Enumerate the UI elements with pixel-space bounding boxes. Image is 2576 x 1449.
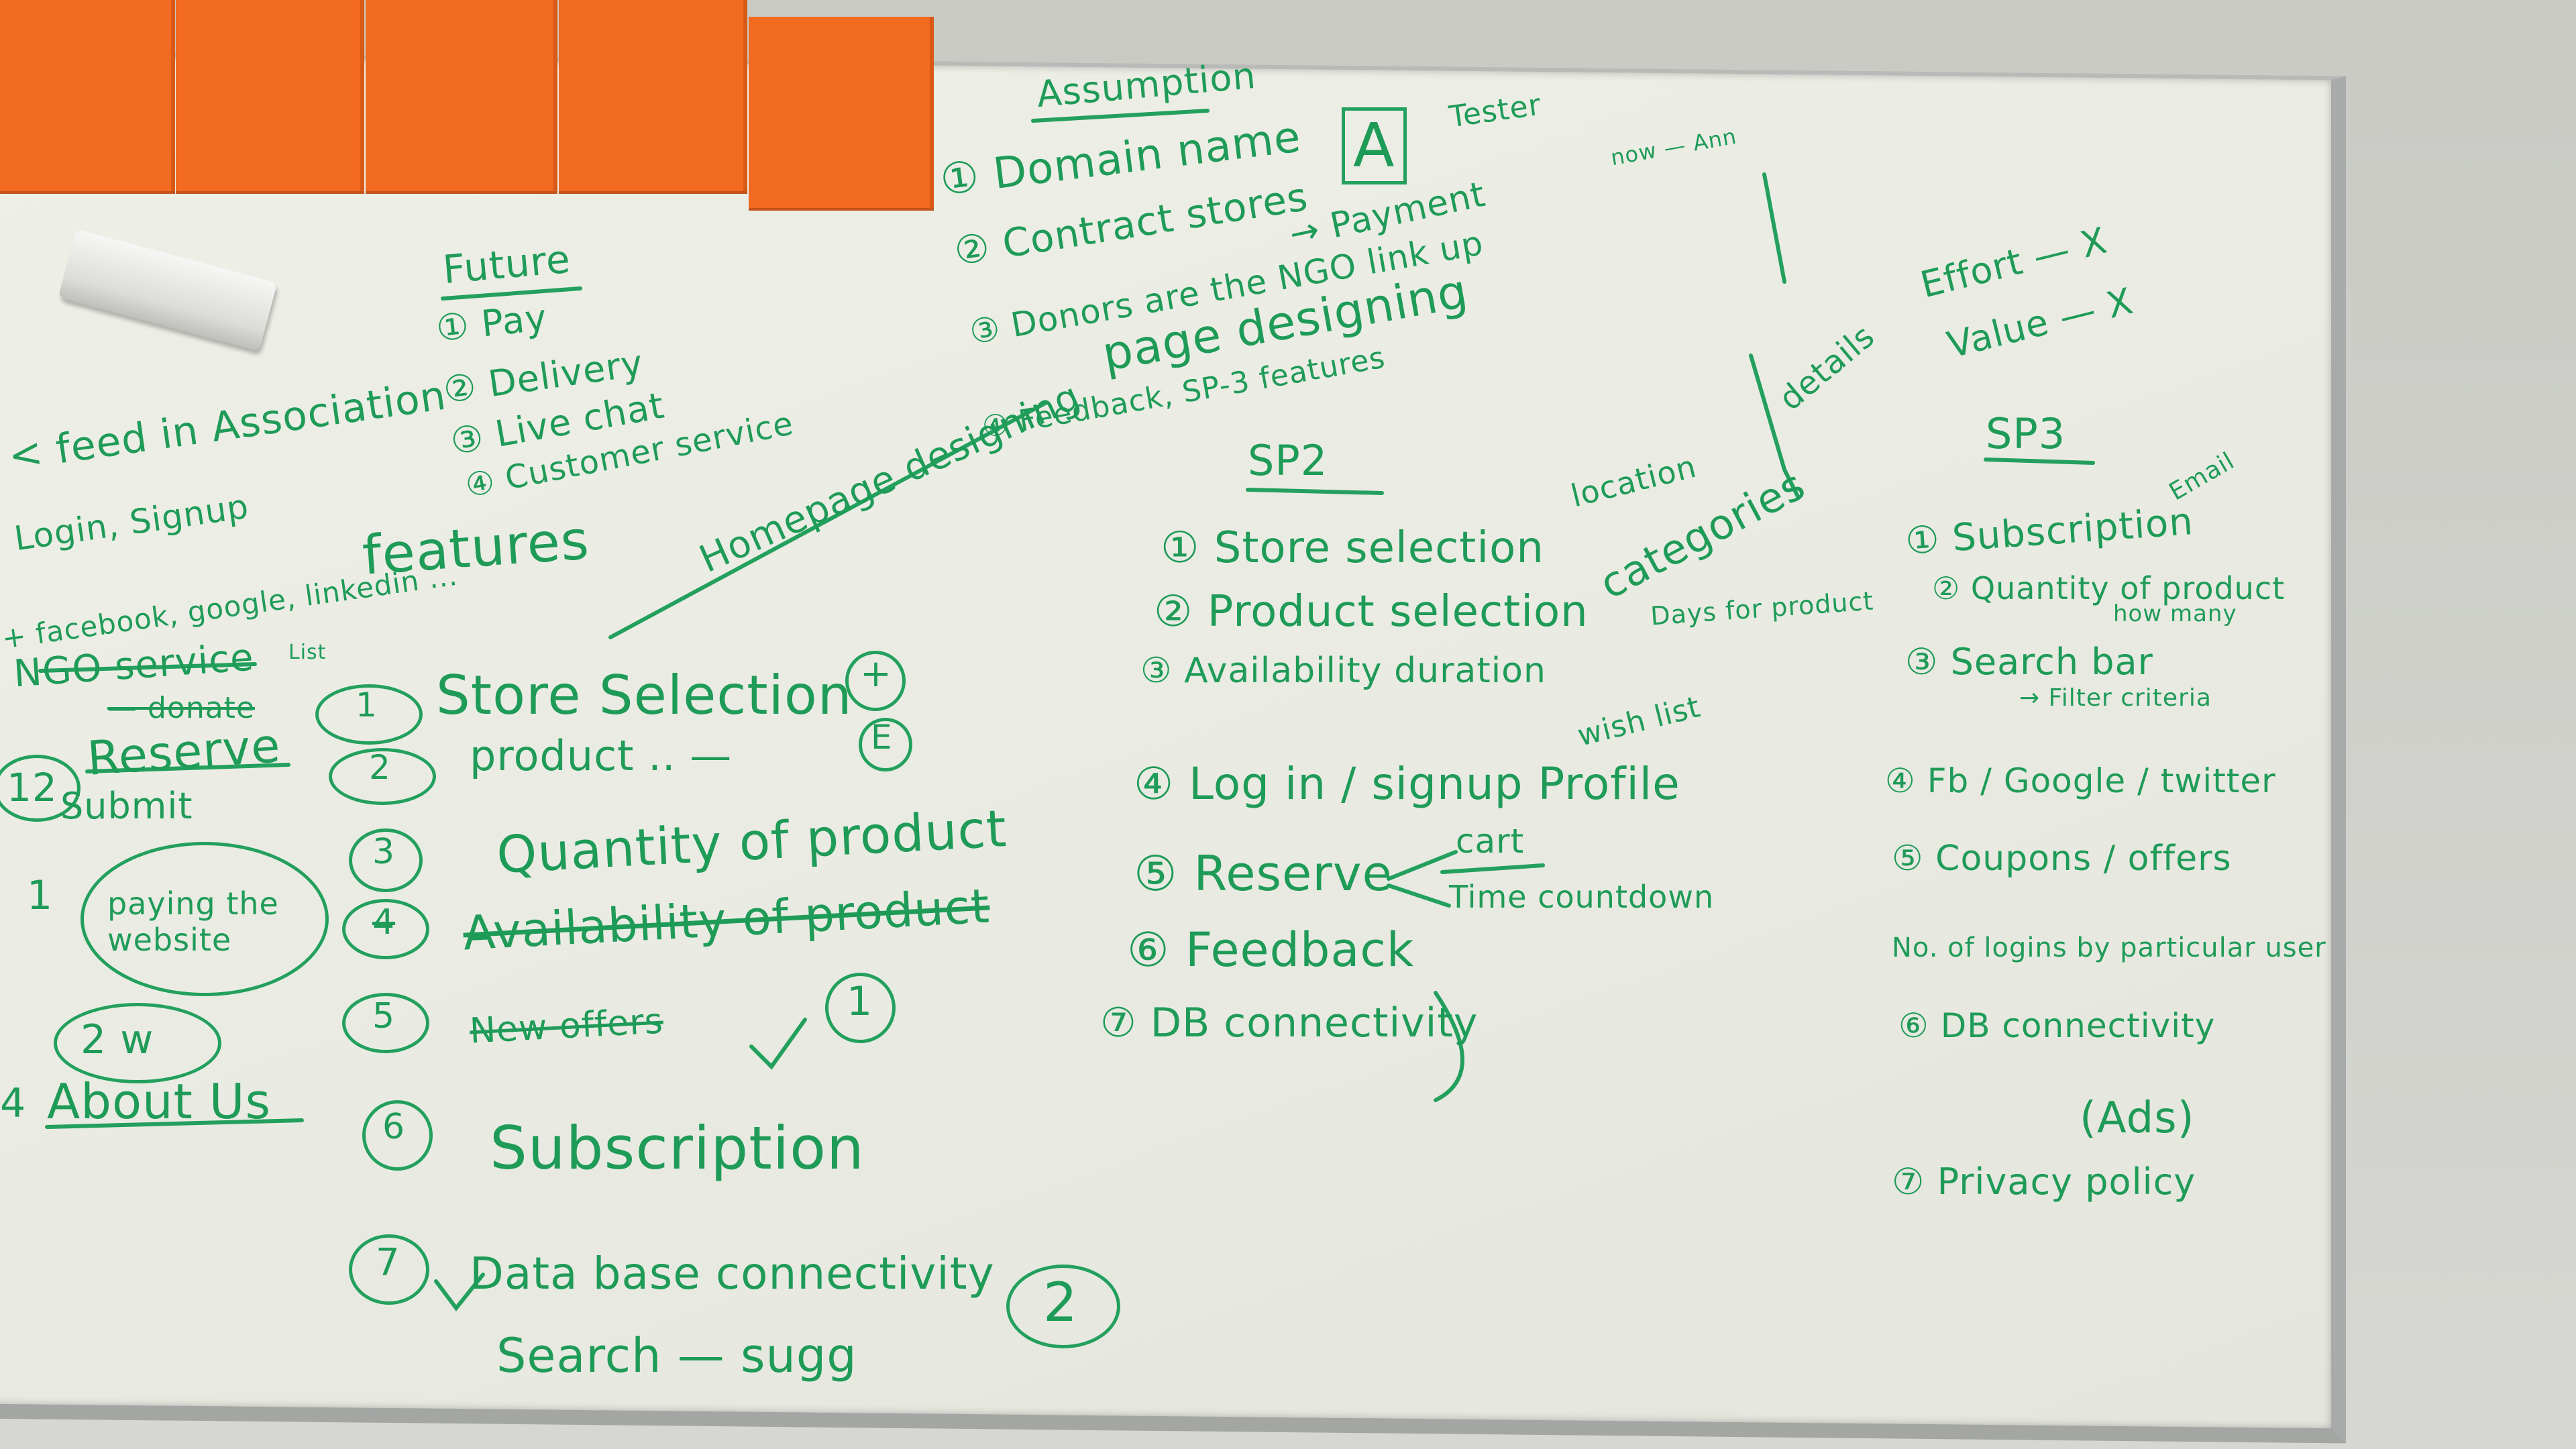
mid-item-2-mark-ring [859, 718, 912, 771]
mid-item-1-mark: + [860, 652, 892, 696]
paying-ring [80, 842, 329, 996]
mid-item-7-text: Data base connectivity [470, 1248, 995, 1299]
left-about: About Us [47, 1073, 271, 1130]
mid-item-4-num: 4 [372, 902, 396, 943]
mid-item-2-num: 2 [369, 748, 391, 787]
orange-card-3 [366, 0, 557, 191]
search-tick [434, 1273, 485, 1311]
circled-2: 2 [1043, 1271, 1078, 1334]
search-suggestion: Search — sugg [496, 1328, 857, 1383]
range-bracket [1762, 172, 1786, 284]
orange-card-1 [0, 0, 175, 191]
offers-tick [749, 1018, 807, 1070]
left-ngo-list: List [288, 641, 327, 664]
mid-item-5-ring [342, 993, 429, 1053]
sp2-underline [1246, 488, 1384, 495]
mid-item-1-mark-ring [845, 651, 906, 711]
cart-underline [1440, 863, 1545, 874]
ngo-underline [38, 662, 257, 673]
left-donate: — donate [107, 691, 256, 725]
mid-item-3-num: 3 [372, 832, 396, 872]
orange-card-5 [749, 17, 934, 208]
reserve-underline [85, 763, 290, 773]
mid-item-1-text: Store Selection [436, 664, 853, 727]
left-about-num: 4 [0, 1080, 27, 1127]
sp2-cart: cart [1456, 822, 1525, 861]
future-underline [441, 286, 582, 301]
db-curve [1434, 991, 1464, 1102]
reserve-num-ring [0, 755, 80, 822]
sp3-item-6: ⑥ DB connectivity [1898, 1006, 2216, 1045]
mid-item-4-ring [342, 899, 429, 959]
circled-2-ring [1006, 1265, 1120, 1348]
sp3-ads: (Ads) [2080, 1093, 2195, 1143]
sp2-item-3: ③ Availability duration [1140, 651, 1546, 691]
sp3-item-3: ③ Search bar [1905, 641, 2153, 683]
assumption-box: A [1342, 107, 1407, 184]
orange-card-4 [559, 0, 747, 191]
mid-item-3-ring [349, 828, 423, 892]
categories-bracket [1749, 354, 1800, 498]
left-paying: paying the website [107, 885, 279, 958]
two-w-ring [54, 1003, 221, 1083]
left-paying-num: 1 [27, 872, 54, 919]
mid-item-2-text: product .. — [470, 731, 733, 780]
homepage-arrow-line [608, 400, 1049, 639]
mid-item-6-num: 6 [382, 1107, 406, 1147]
sp2-item-7: ⑦ DB connectivity [1100, 1000, 1479, 1046]
sp2-item-1: ① Store selection [1161, 523, 1544, 573]
sp2-item-4: ④ Log in / signup Profile [1134, 758, 1680, 810]
sp3-item-5: ⑤ Coupons / offers [1892, 839, 2232, 879]
assumption-underline [1031, 109, 1210, 123]
sp2-item-2: ② Product selection [1154, 587, 1589, 637]
sp3-item-4: ④ Fb / Google / twitter [1885, 761, 2276, 800]
reserve-brace [1387, 850, 1458, 908]
sp3-logins-note: No. of logins by particular user [1892, 932, 2326, 963]
sp3-howmany: how many [2113, 600, 2237, 627]
orange-card-2 [176, 0, 364, 191]
left-two-w: 2 w [80, 1016, 154, 1063]
mid-item-6-text: Subscription [490, 1114, 865, 1183]
sp3-item-2: ② Quantity of product [1932, 570, 2286, 606]
mid-item-1-num: 1 [356, 686, 378, 724]
mid-item-6-ring [362, 1100, 433, 1171]
mid-item-2-mark: E [871, 718, 893, 757]
mid-item-7-ring [349, 1234, 429, 1305]
sp2-timer: Time countdown [1449, 879, 1715, 915]
sp2-title: SP2 [1248, 436, 1328, 485]
sp3-title: SP3 [1986, 409, 2066, 458]
circled-1-ring [825, 973, 896, 1043]
sp2-item-5: ⑤ Reserve [1134, 845, 1393, 902]
circled-1: 1 [847, 978, 873, 1025]
sp2-item-6: ⑥ Feedback [1127, 922, 1415, 977]
left-submit: Submit [60, 785, 193, 827]
mid-item-1-ring [315, 684, 423, 745]
sp3-underline [1984, 458, 2095, 465]
about-underline [45, 1118, 304, 1129]
sp3-filter: → Filter criteria [2019, 684, 2212, 712]
mid-item-5-num: 5 [372, 996, 396, 1036]
mid-item-7-num: 7 [376, 1241, 400, 1285]
sp3-item-7: ⑦ Privacy policy [1892, 1161, 2196, 1203]
mid-item-2-ring [329, 748, 436, 805]
